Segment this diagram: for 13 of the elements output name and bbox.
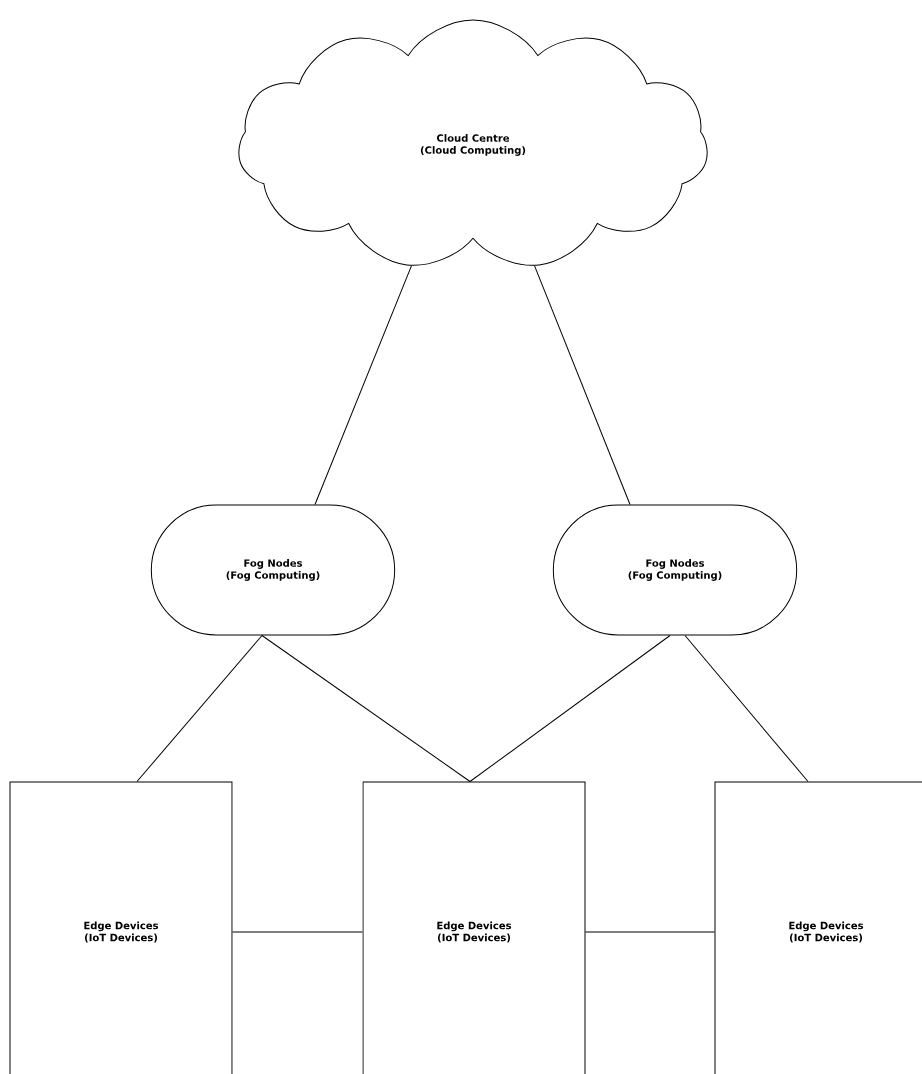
connector-line — [314, 265, 412, 505]
connector-line — [684, 635, 809, 782]
fog-node: Fog Nodes (Fog Computing) — [552, 504, 798, 636]
connector-line — [261, 635, 471, 782]
connector-line — [469, 635, 671, 782]
connector-line — [136, 635, 263, 782]
device-box: Edge Devices (IoT Devices) — [9, 781, 233, 1074]
fog-node: Fog Nodes (Fog Computing) — [150, 504, 396, 636]
connector-line — [232, 931, 363, 933]
device-box: Edge Devices (IoT Devices) — [362, 781, 586, 1074]
connector-line — [585, 931, 715, 933]
device-box: Edge Devices (IoT Devices) — [714, 781, 922, 1074]
connector-line — [534, 265, 631, 505]
